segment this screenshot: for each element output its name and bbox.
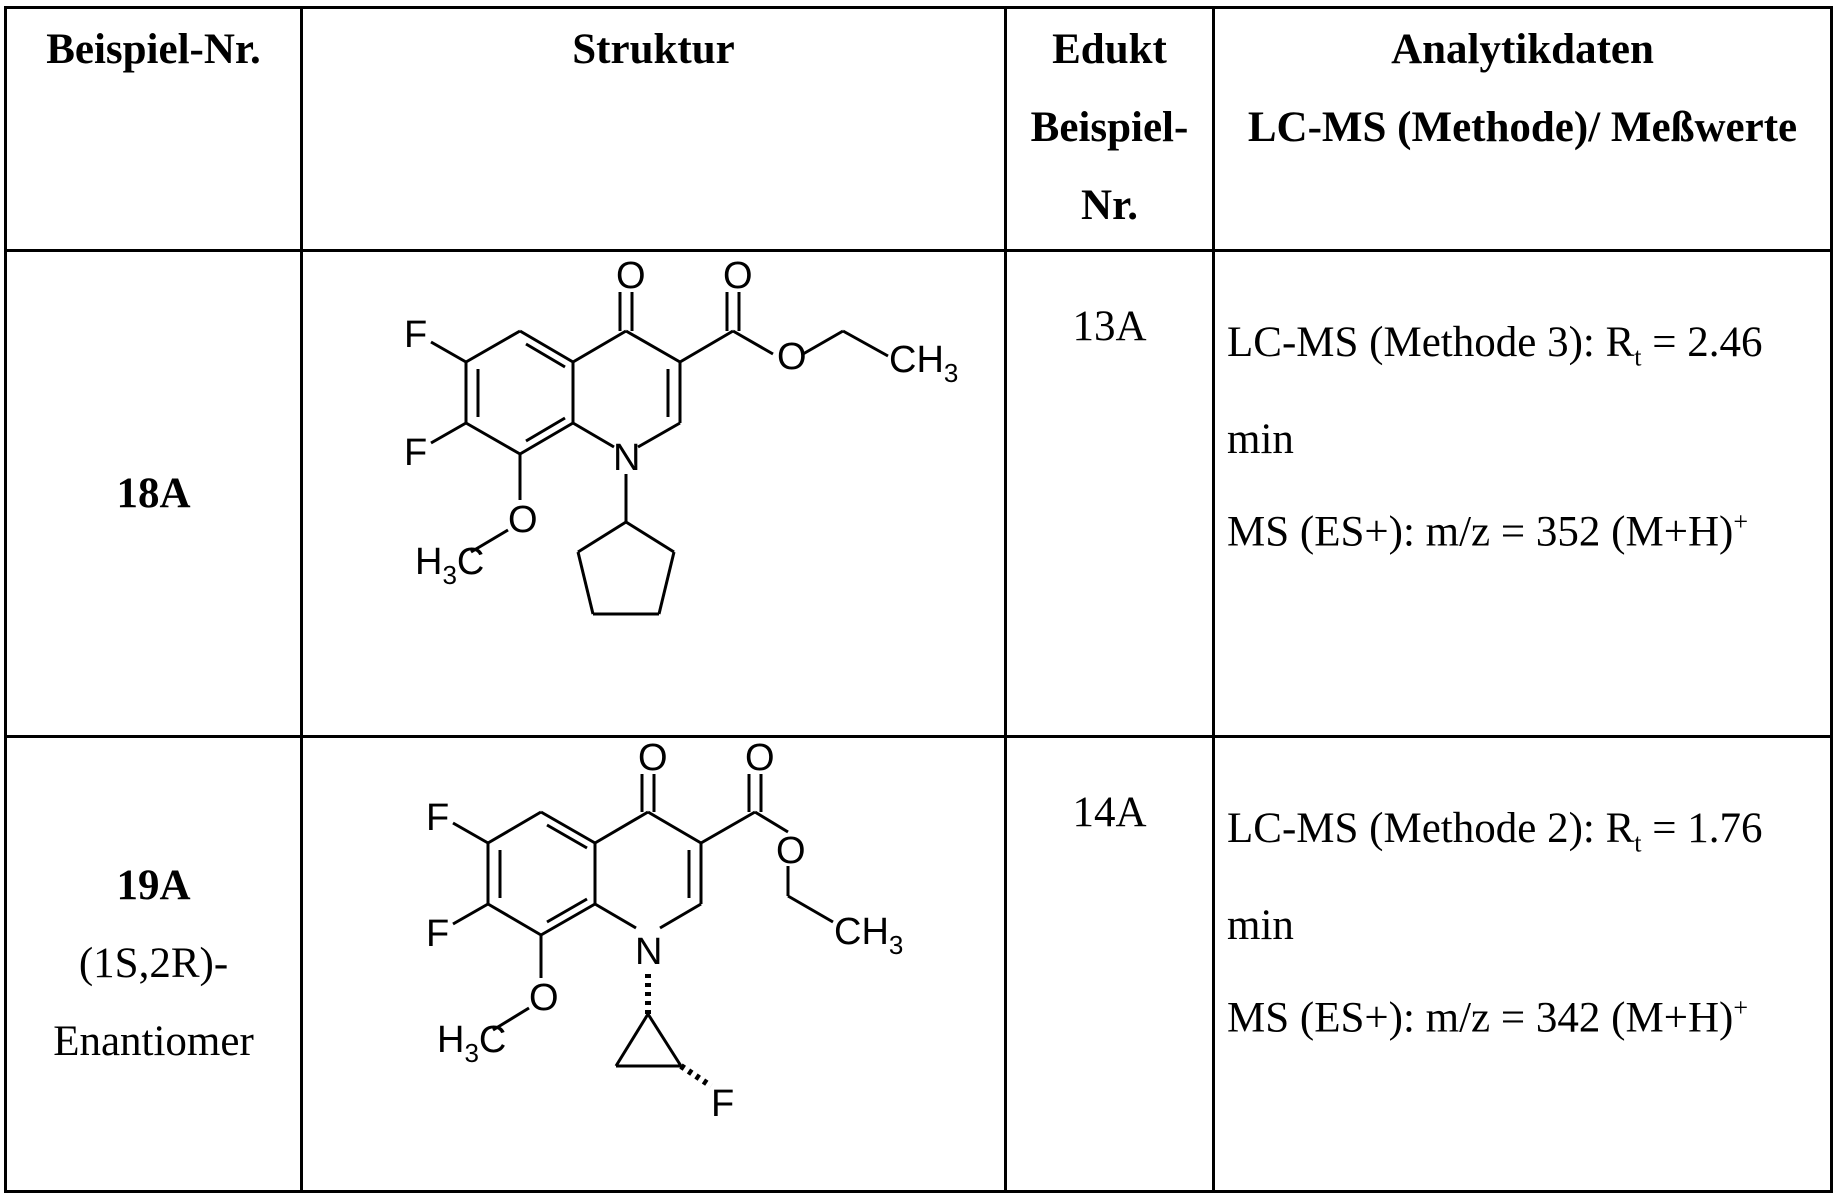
lcms-line: LC-MS (Methode 2): Rt = 1.76 [1227,788,1830,885]
atom-n: N [635,931,662,973]
data-table: Beispiel-Nr. Struktur Edukt Beispiel- Nr… [4,6,1833,1193]
header-analytics-line1: Analytikdaten [1215,11,1830,89]
atom-f-bottom: F [404,432,427,474]
chemical-structure-19a: O O O CH3 F F N O H3C F [303,738,1007,1188]
header-educt-line3: Nr. [1007,167,1212,245]
structure-cell: O O O CH3 F F N O H3C F [302,737,1006,1192]
atom-o-methoxy: O [529,977,559,1019]
atom-o-ketone: O [616,255,646,297]
example-no: 18A [116,470,190,517]
table-row: 18A [6,251,1832,737]
atom-o-methoxy: O [508,499,538,541]
atom-o-ester: O [777,336,807,378]
header-educt-line2: Beispiel- [1007,89,1212,167]
header-educt-line1: Edukt [1007,11,1212,89]
educt-cell: 14A [1006,737,1214,1192]
lcms-unit: min [1227,885,1830,967]
atom-h3c: H3C [437,1019,506,1068]
stereo-line2: Enantiomer [7,1003,300,1081]
example-no: 19A [7,847,300,925]
table-row: 19A (1S,2R)- Enantiomer [6,737,1832,1192]
header-example-no-label: Beispiel-Nr. [46,26,261,73]
structure-cell: O O O CH3 F F N O H3C [302,251,1006,737]
atom-f-top: F [426,797,449,839]
atom-f-top: F [404,314,427,356]
header-example-no: Beispiel-Nr. [6,8,302,251]
ms-line: MS (ES+): m/z = 352 (M+H)+ [1227,481,1830,573]
chemical-structure-18a: O O O CH3 F F N O H3C [303,252,1007,732]
educt-cell: 13A [1006,251,1214,737]
atom-f-cyclopropyl: F [711,1083,734,1125]
atom-ch3: CH3 [889,339,958,388]
example-no-cell: 19A (1S,2R)- Enantiomer [6,737,302,1192]
header-structure: Struktur [302,8,1006,251]
atom-o-carbonyl: O [723,255,753,297]
atom-n: N [613,437,640,479]
lcms-unit: min [1227,399,1830,481]
header-analytics: Analytikdaten LC-MS (Methode)/ Meßwerte [1214,8,1832,251]
header-structure-label: Struktur [572,26,734,73]
atom-ch3: CH3 [834,911,903,960]
analytics-cell: LC-MS (Methode 2): Rt = 1.76 min MS (ES+… [1214,737,1832,1192]
example-no-cell: 18A [6,251,302,737]
atom-o-ester: O [776,830,806,872]
header-row: Beispiel-Nr. Struktur Edukt Beispiel- Nr… [6,8,1832,251]
atom-f-bottom: F [426,913,449,955]
analytics-cell: LC-MS (Methode 3): Rt = 2.46 min MS (ES+… [1214,251,1832,737]
educt-value: 14A [1072,789,1146,836]
atom-o-ketone: O [638,738,668,779]
lcms-line: LC-MS (Methode 3): Rt = 2.46 [1227,302,1830,399]
stereo-line1: (1S,2R)- [7,925,300,1003]
educt-value: 13A [1072,303,1146,350]
header-analytics-line2: LC-MS (Methode)/ Meßwerte [1215,89,1830,167]
atom-h3c: H3C [415,541,484,590]
header-educt: Edukt Beispiel- Nr. [1006,8,1214,251]
atom-o-carbonyl: O [745,738,775,779]
ms-line: MS (ES+): m/z = 342 (M+H)+ [1227,967,1830,1059]
